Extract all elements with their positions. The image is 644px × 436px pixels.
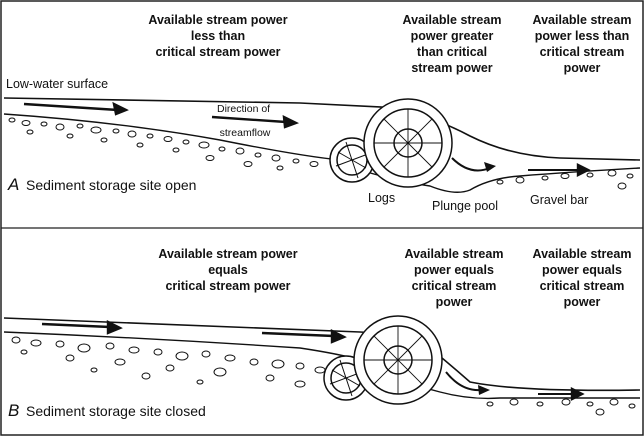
plunge-pool-arrow [452,158,490,170]
heading-line: power [564,295,601,309]
panel-a-heading-1: Available stream power less than critica… [148,13,287,59]
heading-line: Available stream power [148,13,287,27]
low-water-surface-label: Low-water surface [6,77,108,91]
water-surface-line-b [4,318,640,390]
large-log-b [354,316,442,404]
heading-line: power equals [414,263,494,277]
water-surface-line [4,98,640,160]
panel-b-heading-2: Available stream power equals critical s… [405,247,504,309]
direction-line: Direction of [217,103,270,115]
panel-a-heading-2: Available stream power greater than crit… [403,13,502,75]
heading-line: power equals [542,263,622,277]
heading-line: Available stream [405,247,504,261]
panel-a-heading-3: Available stream power less than critica… [533,13,632,75]
heading-line: power less than [535,29,629,43]
large-log [364,99,452,187]
heading-line: power [564,61,601,75]
heading-line: Available stream [533,247,632,261]
heading-line: critical stream [540,279,625,293]
heading-line: Available stream power [158,247,297,261]
heading-line: critical stream power [165,279,290,293]
heading-line: Available stream [403,13,502,27]
streambed-line-b [4,332,640,398]
plunge-flow-arrow-b [446,372,482,390]
logs-label: Logs [368,191,395,205]
heading-line: critical stream [540,45,625,59]
panel-a-letter: A [7,175,19,194]
plunge-pool-arrowhead [484,162,496,172]
heading-line: than critical [417,45,487,59]
direction-line: streamflow [220,127,271,139]
panel-b-caption: Sediment storage site closed [26,403,206,419]
heading-line: power [436,295,473,309]
plunge-pool-label: Plunge pool [432,199,498,213]
heading-line: less than [191,29,245,43]
panel-b: Available stream power equals critical s… [4,247,640,420]
panel-a-caption: Sediment storage site open [26,177,196,193]
panel-a: Available stream power less than critica… [4,13,640,213]
heading-line: critical stream [412,279,497,293]
flow-arrows [24,104,588,175]
gravel-bar-label: Gravel bar [530,193,588,207]
heading-line: stream power [411,61,492,75]
plunge-flow-arrowhead-b [478,385,490,395]
heading-line: equals [208,263,248,277]
heading-line: power greater [411,29,494,43]
panel-b-heading-1: Available stream power equals critical s… [158,247,297,293]
heading-line: Available stream [533,13,632,27]
flow-arrows-b [42,322,582,399]
panel-b-heading-3: Available stream power equals critical s… [533,247,632,309]
heading-line: critical stream power [155,45,280,59]
panel-b-letter: B [8,401,19,420]
